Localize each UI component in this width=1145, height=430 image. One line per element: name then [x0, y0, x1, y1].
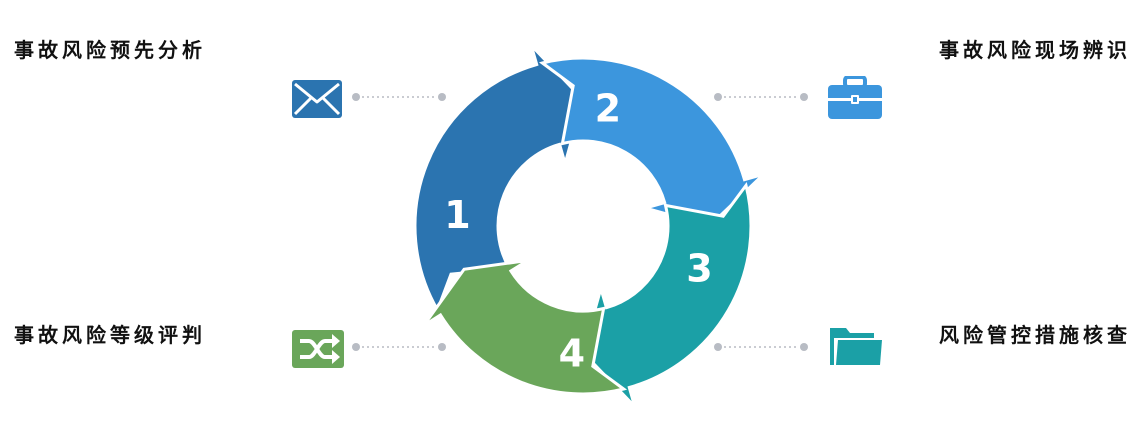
cycle-segment-1 — [413, 44, 585, 314]
briefcase-icon — [828, 76, 882, 119]
step-2-number: 2 — [595, 87, 621, 131]
connector-step-4 — [352, 343, 446, 351]
step-3-number: 3 — [686, 246, 712, 290]
connector-step-2 — [714, 93, 808, 101]
cycle-segment-4 — [422, 258, 628, 396]
mail-icon — [292, 80, 342, 118]
step-4-number: 4 — [559, 332, 585, 376]
step-1-label: 事故风险预先分析 — [14, 38, 206, 62]
connector-step-3 — [714, 343, 808, 351]
cycle-segment-2 — [538, 56, 765, 228]
step-1-number: 1 — [444, 193, 470, 237]
cycle-segment-3 — [581, 181, 753, 408]
shuffle-icon — [292, 330, 344, 368]
step-3-label: 风险管控措施核查 — [939, 323, 1131, 347]
folder-icon — [830, 328, 882, 365]
step-2-label: 事故风险现场辨识 — [939, 38, 1131, 62]
step-4-label: 事故风险等级评判 — [14, 323, 206, 347]
connector-step-1 — [352, 93, 446, 101]
